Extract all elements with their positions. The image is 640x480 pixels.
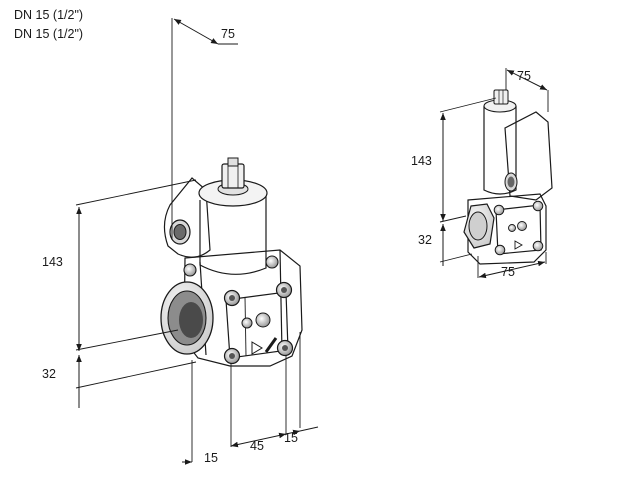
left-dim-height: 143 [42, 255, 63, 269]
left-dim-base: 32 [42, 367, 56, 381]
right-valve-illustration [463, 89, 553, 265]
right-dim-top-width: 75 [517, 69, 531, 83]
left-dim-bottom-a: 15 [204, 451, 218, 465]
heading-dn-1: DN 15 (1/2") [14, 8, 84, 22]
left-dim-bottom-c: 15 [284, 431, 298, 445]
left-valve-illustration [160, 157, 303, 367]
right-dimension-lines [440, 69, 548, 279]
right-extension-lines [439, 68, 549, 278]
heading-dn-2: DN 15 (1/2") [14, 27, 84, 41]
right-dim-base: 32 [418, 233, 432, 247]
left-extension-lines [75, 18, 301, 462]
left-dim-bottom-b: 45 [250, 439, 264, 453]
left-dim-top-width: 75 [221, 27, 235, 41]
left-dimension-lines [76, 18, 319, 465]
right-dim-height: 143 [411, 154, 432, 168]
left-bolt-group [183, 255, 294, 365]
right-dim-bottom-width: 75 [501, 265, 515, 279]
